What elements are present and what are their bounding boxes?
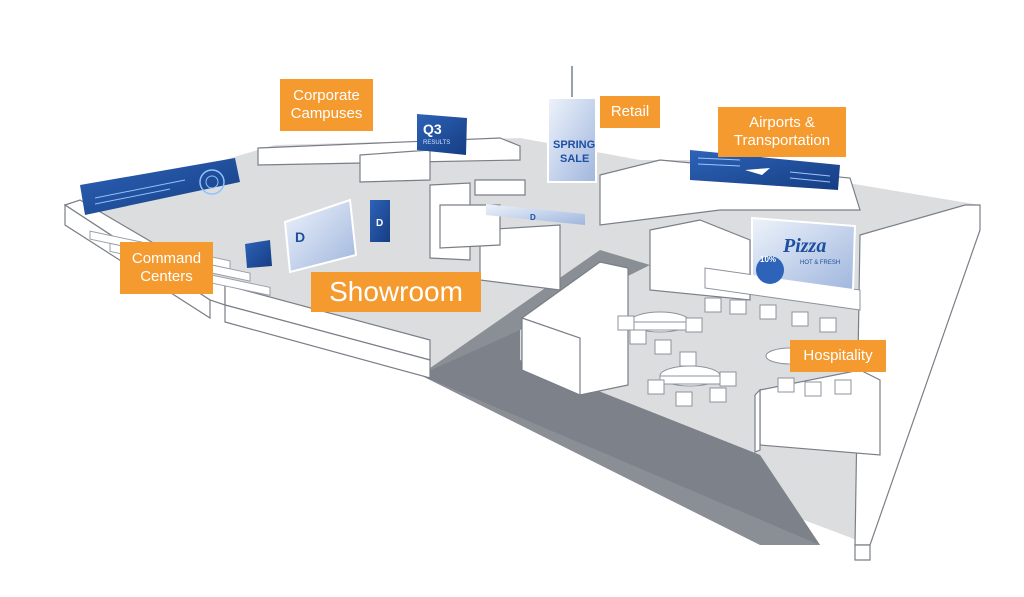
label-airports-line2: Transportation (733, 132, 831, 149)
showroom-logo-main: D (295, 229, 305, 245)
label-hospitality-text: Hospitality (803, 347, 873, 364)
label-showroom: Showroom (311, 272, 481, 312)
showroom-logo-strip: D (530, 213, 536, 222)
label-showroom-text: Showroom (329, 276, 463, 308)
showroom-logo-side: D (376, 218, 383, 229)
label-airports-transportation: Airports & Transportation (718, 107, 846, 157)
q3-screen: Q3 RESULTS (417, 114, 467, 155)
spring-line2: SALE (560, 153, 589, 165)
label-retail-text: Retail (610, 103, 650, 120)
q3-title: Q3 (423, 121, 442, 137)
label-command-centers: Command Centers (120, 242, 213, 294)
pizza-title: Pizza (782, 235, 826, 257)
command-center-screen (80, 158, 240, 215)
spring-line1: SPRING (553, 139, 595, 151)
pizza-tag: HOT & FRESH (800, 260, 840, 266)
label-corporate-campuses: Corporate Campuses (280, 79, 373, 131)
pizza-screen: Pizza HOT & FRESH 10% (751, 216, 857, 292)
q3-subtitle: RESULTS (423, 140, 450, 146)
label-corporate-line1: Corporate (293, 87, 360, 104)
label-hospitality: Hospitality (790, 340, 886, 372)
retail-screen: SPRING SALE (547, 66, 597, 183)
hospitality-furniture (617, 267, 861, 407)
label-command-line1: Command (131, 250, 202, 267)
label-command-line2: Centers (140, 268, 193, 285)
pizza-badge: 10% (760, 255, 776, 264)
label-corporate-line2: Campuses (290, 105, 363, 122)
airport-screen (690, 150, 840, 190)
label-airports-line1: Airports & (749, 114, 815, 131)
label-retail: Retail (600, 96, 660, 128)
showroom-screens: D D D (245, 198, 585, 274)
